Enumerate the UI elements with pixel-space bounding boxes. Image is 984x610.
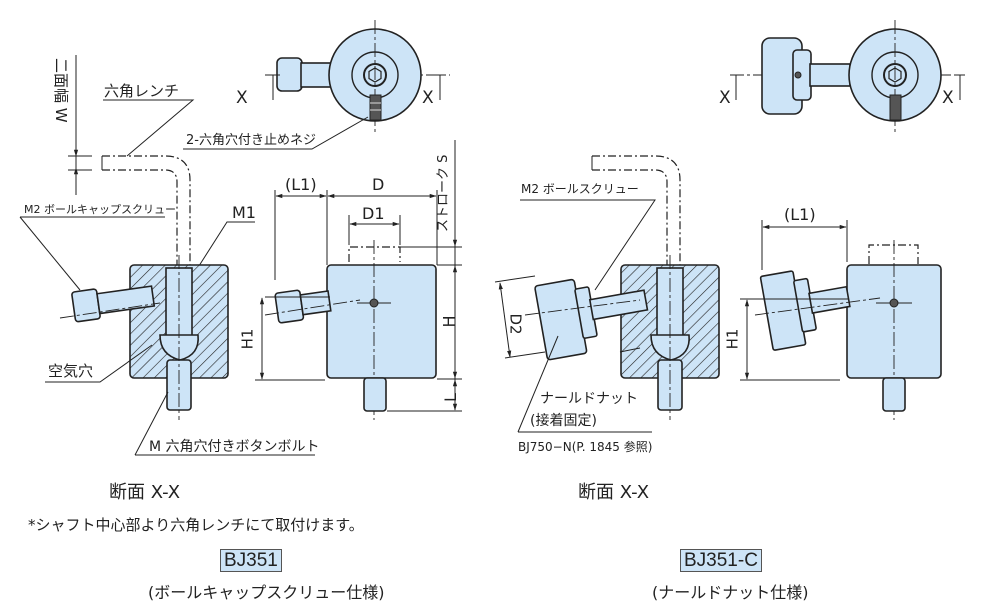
label-air-hole: 空気穴 [48, 362, 94, 380]
label-m1: M1 [232, 203, 256, 222]
label-hex-wrench: 六角レンチ [104, 82, 180, 100]
label-d1: D1 [362, 204, 385, 223]
product-code-bj351: BJ351 [220, 549, 282, 572]
label-l: L [440, 393, 460, 402]
right-top-view [730, 20, 965, 132]
label-x-left: X [236, 88, 248, 108]
product-desc-bj351: (ボールキャップスクリュー仕様) [148, 583, 385, 602]
label-ball-screw: M2 ボールスクリュー [521, 182, 639, 196]
left-side-view [255, 140, 462, 420]
label-set-screws: 2-六角穴付き止めネジ [186, 133, 316, 148]
right-side-view [740, 220, 942, 420]
left-section-caption: 断面 X-X [109, 482, 181, 503]
product-code-badge: BJ351-C [680, 549, 762, 572]
label-h: H [439, 315, 459, 328]
mounting-note: *シャフト中心部より六角レンチにて取付けます。 [28, 516, 364, 534]
product-desc-bj351-c: (ナールドナット仕様) [652, 583, 809, 602]
label-adhesive: (接着固定) [530, 413, 597, 429]
label-right-l1: (L1) [784, 205, 816, 224]
label-right-h1: H1 [723, 328, 742, 350]
hex-wrench [68, 55, 195, 265]
label-h1: H1 [238, 328, 257, 350]
label-ref-part: BJ750−N(P. 1845 参照) [518, 440, 653, 454]
label-l1: (L1) [285, 175, 317, 194]
label-knurled-nut: ナールドナット [540, 391, 638, 407]
label-button-bolt: M 六角穴付きボタンボルト [149, 439, 320, 455]
right-section-caption: 断面 X-X [578, 482, 650, 503]
label-d: D [372, 175, 385, 194]
product-code-bj351-c: BJ351-C [680, 549, 762, 572]
left-section-block [45, 255, 315, 456]
label-right-x-left: X [719, 88, 731, 108]
label-stroke: ストローク S [436, 154, 451, 232]
label-d2: D2 [506, 313, 525, 335]
product-code-badge: BJ351 [220, 549, 282, 572]
label-x-right: X [422, 88, 434, 108]
right-section-block [494, 155, 720, 433]
label-ball-cap-screw: M2 ボールキャップスクリュー [24, 203, 176, 216]
left-top-view [265, 20, 450, 132]
label-width-across-flats: 二面幅 W [52, 58, 70, 123]
label-right-x-right: X [942, 88, 954, 108]
